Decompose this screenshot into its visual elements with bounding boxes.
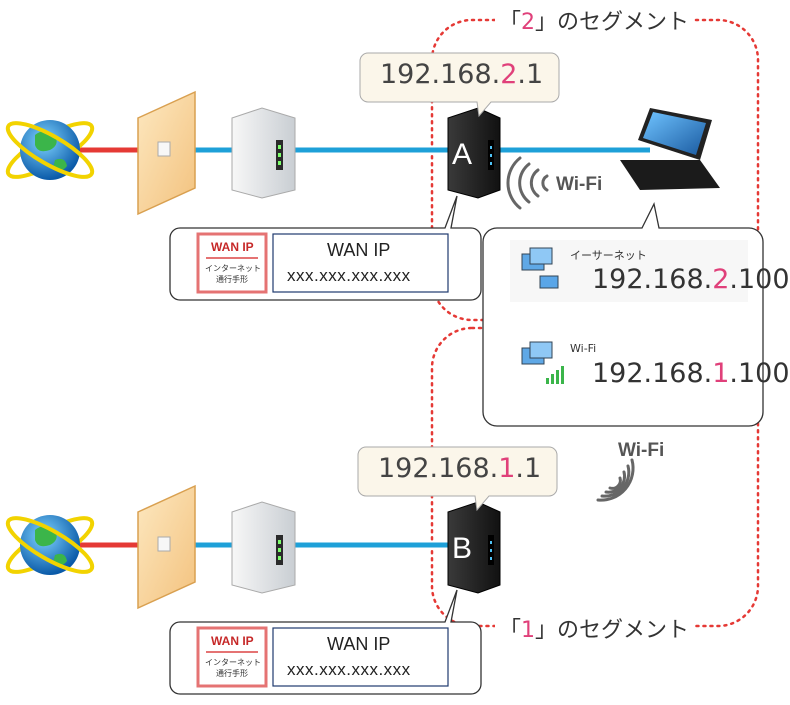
router-a-label: A [452, 138, 473, 171]
internet-globe-icon-top [5, 120, 95, 180]
wan-badge-sub2-top: 通行手形 [216, 275, 248, 284]
wan-label-bottom: WAN IP [327, 634, 391, 654]
router-a-ip-bubble [359, 52, 560, 118]
onu-modem-icon-bottom [231, 501, 296, 594]
wan-badge-sub1-top: インターネット [205, 264, 261, 273]
router-b-ip: 192.168.1.1 [378, 453, 542, 484]
wifi-waves-icon-bottom [596, 458, 635, 502]
wifi-waves-icon-top [506, 156, 549, 210]
wifi-adapter-icon [521, 341, 564, 384]
wan-value-bottom: xxx.xxx.xxx.xxx [287, 660, 411, 679]
laptop-icon [620, 108, 720, 190]
wifi-label-bottom: Wi-Fi [618, 440, 665, 461]
wan-badge-title-top: WAN IP [211, 240, 254, 254]
router-b-ip-bubble [357, 446, 558, 512]
onu-modem-icon-top [231, 107, 296, 199]
wan-value-box-top [272, 233, 449, 293]
wan-badge-bottom [196, 626, 268, 688]
wan-label-top: WAN IP [327, 240, 391, 260]
wall-outlet-icon-bottom [137, 484, 196, 610]
segment-2-title: 「2」のセグメント [495, 4, 694, 36]
router-a-ip: 192.168.2.1 [380, 59, 544, 90]
wan-badge-sub1-bottom: インターネット [205, 658, 261, 667]
wan-badge-sub2-bottom: 通行手形 [216, 669, 248, 678]
router-b-label: B [452, 532, 473, 565]
ethernet-name: イーサーネット [570, 249, 647, 262]
ethernet-ip: 192.168.2.100 [592, 264, 790, 295]
wifi-label-top: Wi-Fi [556, 174, 603, 195]
wan-badge-top [196, 232, 268, 294]
wan-value-box-bottom [272, 627, 449, 687]
wall-outlet-icon-top [137, 90, 196, 216]
wifi-adapter-ip: 192.168.1.100 [592, 358, 790, 389]
wan-badge-title-bottom: WAN IP [211, 634, 254, 648]
laptop-network-callout [482, 202, 764, 427]
wan-value-top: xxx.xxx.xxx.xxx [287, 266, 411, 285]
segment-1-title: 「1」のセグメント [495, 612, 694, 644]
ethernet-adapter-icon [521, 247, 559, 289]
internet-globe-icon-bottom [5, 515, 95, 575]
wifi-adapter-name: Wi-Fi [570, 342, 597, 355]
